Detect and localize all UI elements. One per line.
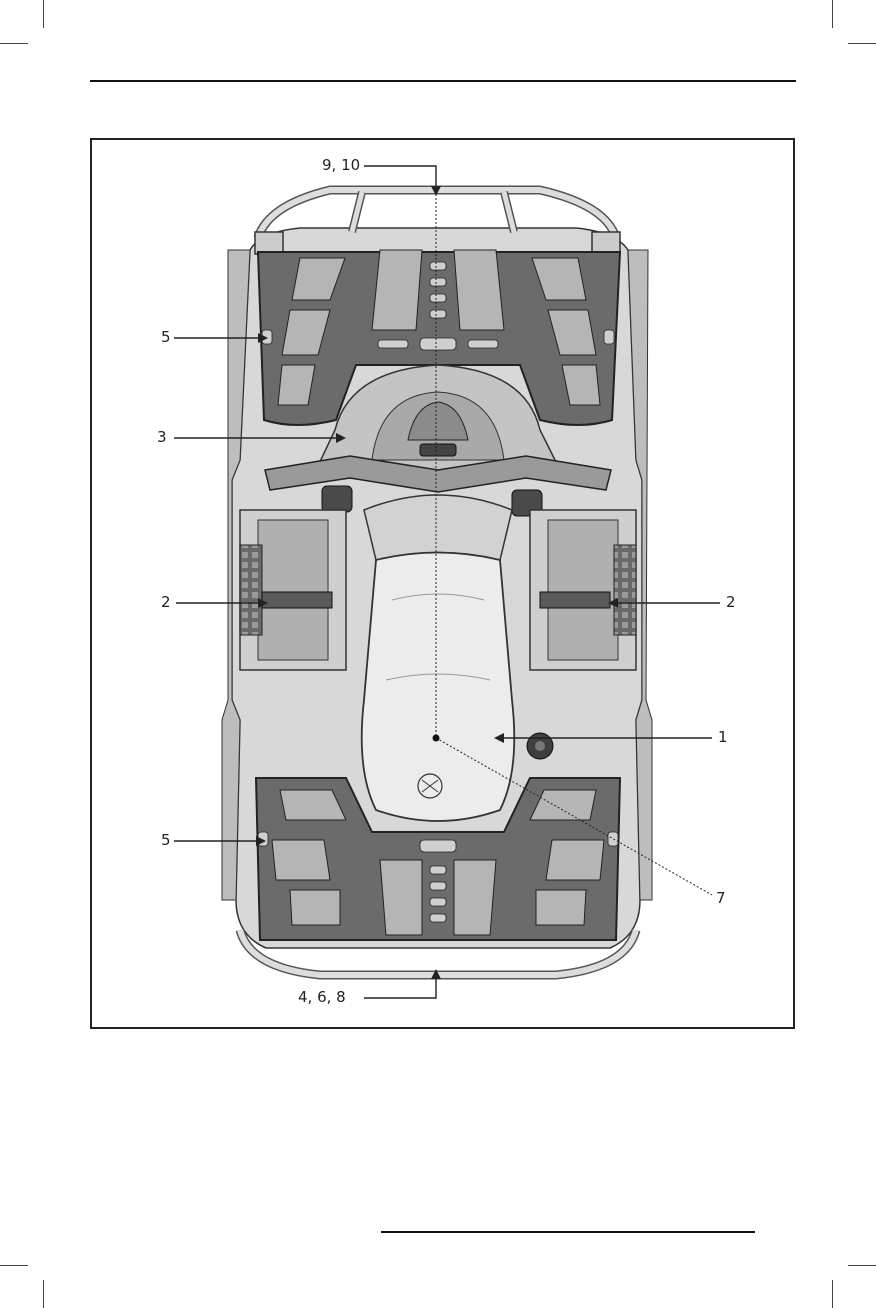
callout-4-6-8: 4, 6, 8 xyxy=(298,990,346,1005)
fuel-cap xyxy=(527,733,553,759)
left-footrest xyxy=(240,510,346,670)
callout-9-10: 9, 10 xyxy=(322,158,360,173)
callout-5-front: 5 xyxy=(161,330,171,345)
callout-3: 3 xyxy=(157,430,167,445)
seat-center-dot xyxy=(433,735,440,742)
callout-2-right: 2 xyxy=(726,595,736,610)
callout-1: 1 xyxy=(718,730,728,745)
right-footrest xyxy=(530,510,636,670)
seat xyxy=(362,495,515,821)
callout-5-rear: 5 xyxy=(161,833,171,848)
callout-2-left: 2 xyxy=(161,595,171,610)
callout-7: 7 xyxy=(716,891,726,906)
